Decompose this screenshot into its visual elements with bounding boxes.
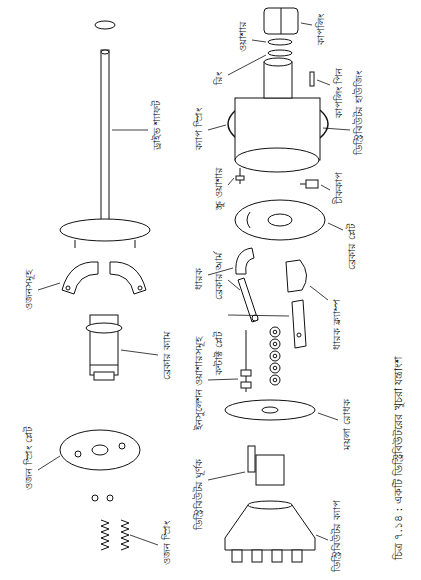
- boss-end: [264, 58, 292, 66]
- shield-hole: [262, 407, 278, 413]
- cam-lobe: [94, 372, 114, 380]
- cap-terminal: [292, 550, 302, 562]
- washer-hole: [273, 378, 277, 382]
- plate-center: [268, 214, 292, 226]
- insulating-washer: [270, 363, 280, 373]
- washer-hole: [273, 342, 277, 346]
- cam-flange: [86, 323, 122, 333]
- part-label: কাপলিং পিন: [332, 68, 346, 118]
- washer-hole: [273, 366, 277, 370]
- shaft-plate: [60, 219, 150, 241]
- weight: [110, 262, 146, 294]
- part-label: স্ক্রু ওয়াশার: [212, 167, 226, 210]
- holder: [236, 248, 254, 274]
- part-label: ব্রেকার প্লেট: [345, 224, 359, 270]
- insulating-washer: [270, 339, 280, 349]
- insulating-washer: [270, 351, 280, 361]
- plate-slot: [247, 212, 250, 228]
- plate-pin: [75, 451, 81, 457]
- breaker-plate: [235, 200, 325, 240]
- ring: [268, 50, 292, 56]
- bolt-nut: [241, 370, 251, 376]
- part-label: ধারক ক্ল্যাম্প: [330, 299, 344, 350]
- part-label: ডিস্ট্রিবিউটর হাউজিং: [352, 71, 366, 155]
- cam-edge: [90, 365, 118, 366]
- weight-spring-plate: [60, 430, 140, 470]
- weight: [62, 262, 98, 294]
- cap-rim: [248, 501, 292, 509]
- part-label: ব্রেকার আর্ম: [212, 252, 226, 300]
- part-label: ওজন স্প্রিং প্লেট: [22, 427, 36, 490]
- shaft-pin: [75, 240, 76, 248]
- part-label: ডিস্ট্রিবিউটর ঘূর্ণক: [192, 459, 206, 530]
- arm-pivot: [252, 315, 258, 321]
- part-label: ব্রেকার ক্যাম: [160, 331, 174, 380]
- oil-cup-stem: [300, 184, 306, 185]
- part-label: ময়লা রোধক: [340, 399, 354, 450]
- weight-pivot: [138, 286, 142, 290]
- leader-lines: [38, 23, 350, 545]
- drive-shaft: [101, 50, 109, 225]
- insulating-washer: [270, 327, 280, 337]
- dirt-shield: [225, 400, 315, 420]
- part-label: ইনসুলেশন ওয়াশারসমূহ: [192, 337, 206, 430]
- cap-spring: [320, 110, 328, 138]
- insulating-washers: [270, 327, 280, 385]
- rotor: [256, 455, 284, 485]
- insulating-washer: [270, 375, 280, 385]
- part-label: ডিস্ট্রিবিউটর ক্যাপ: [330, 500, 344, 572]
- part-label: ক্যাপ স্প্রিং: [192, 108, 206, 150]
- part-label: কাপলিং: [314, 14, 328, 45]
- plate-pin: [119, 443, 125, 449]
- part-label: ওজনসমূহ: [22, 270, 36, 310]
- bolt-nut: [241, 382, 251, 388]
- part-label: ধারক: [192, 268, 206, 290]
- part-label: কন্টাক্ট প্লেট: [212, 332, 226, 375]
- contact-plate: [292, 300, 306, 348]
- figure-caption: চিত্র ৭.১৪ : একটি ডিস্ট্রিবিউটরের খুচরা …: [392, 356, 406, 560]
- part-label: চীককাপ: [332, 172, 346, 204]
- rotor-blade: [248, 446, 255, 472]
- shaft-end: [101, 50, 109, 54]
- washer-hole: [273, 354, 277, 358]
- weight-spring: [121, 520, 129, 550]
- coupling-pin: [310, 72, 314, 86]
- part-label: ওয়াশার: [236, 21, 250, 52]
- oil-cup: [306, 180, 318, 188]
- shaft-washer: [95, 21, 115, 29]
- holder-clamp: [286, 260, 307, 292]
- nut: [92, 495, 98, 501]
- housing-rim: [235, 148, 319, 172]
- shaft-pin: [135, 240, 136, 248]
- washer: [268, 39, 292, 45]
- part-label: ড্রাইভ শ্যাফট: [150, 101, 164, 150]
- cap-terminal: [252, 550, 262, 562]
- weight-spring: [101, 520, 109, 550]
- cap-terminal: [272, 550, 282, 562]
- part-label: ওজন স্প্রিং: [160, 521, 174, 565]
- plate-screw-hole: [297, 333, 301, 337]
- housing-boss: [264, 62, 292, 98]
- washer-hole: [273, 330, 277, 334]
- coupling: [264, 8, 298, 34]
- plate-hole: [92, 445, 108, 455]
- nut: [107, 495, 113, 501]
- distributor-cap: [225, 505, 315, 550]
- coupling-slot: [281, 8, 282, 34]
- screw-washer: [236, 176, 244, 180]
- cap-terminal: [232, 550, 242, 562]
- part-label: রিং: [212, 72, 226, 85]
- weight-pivot: [66, 286, 70, 290]
